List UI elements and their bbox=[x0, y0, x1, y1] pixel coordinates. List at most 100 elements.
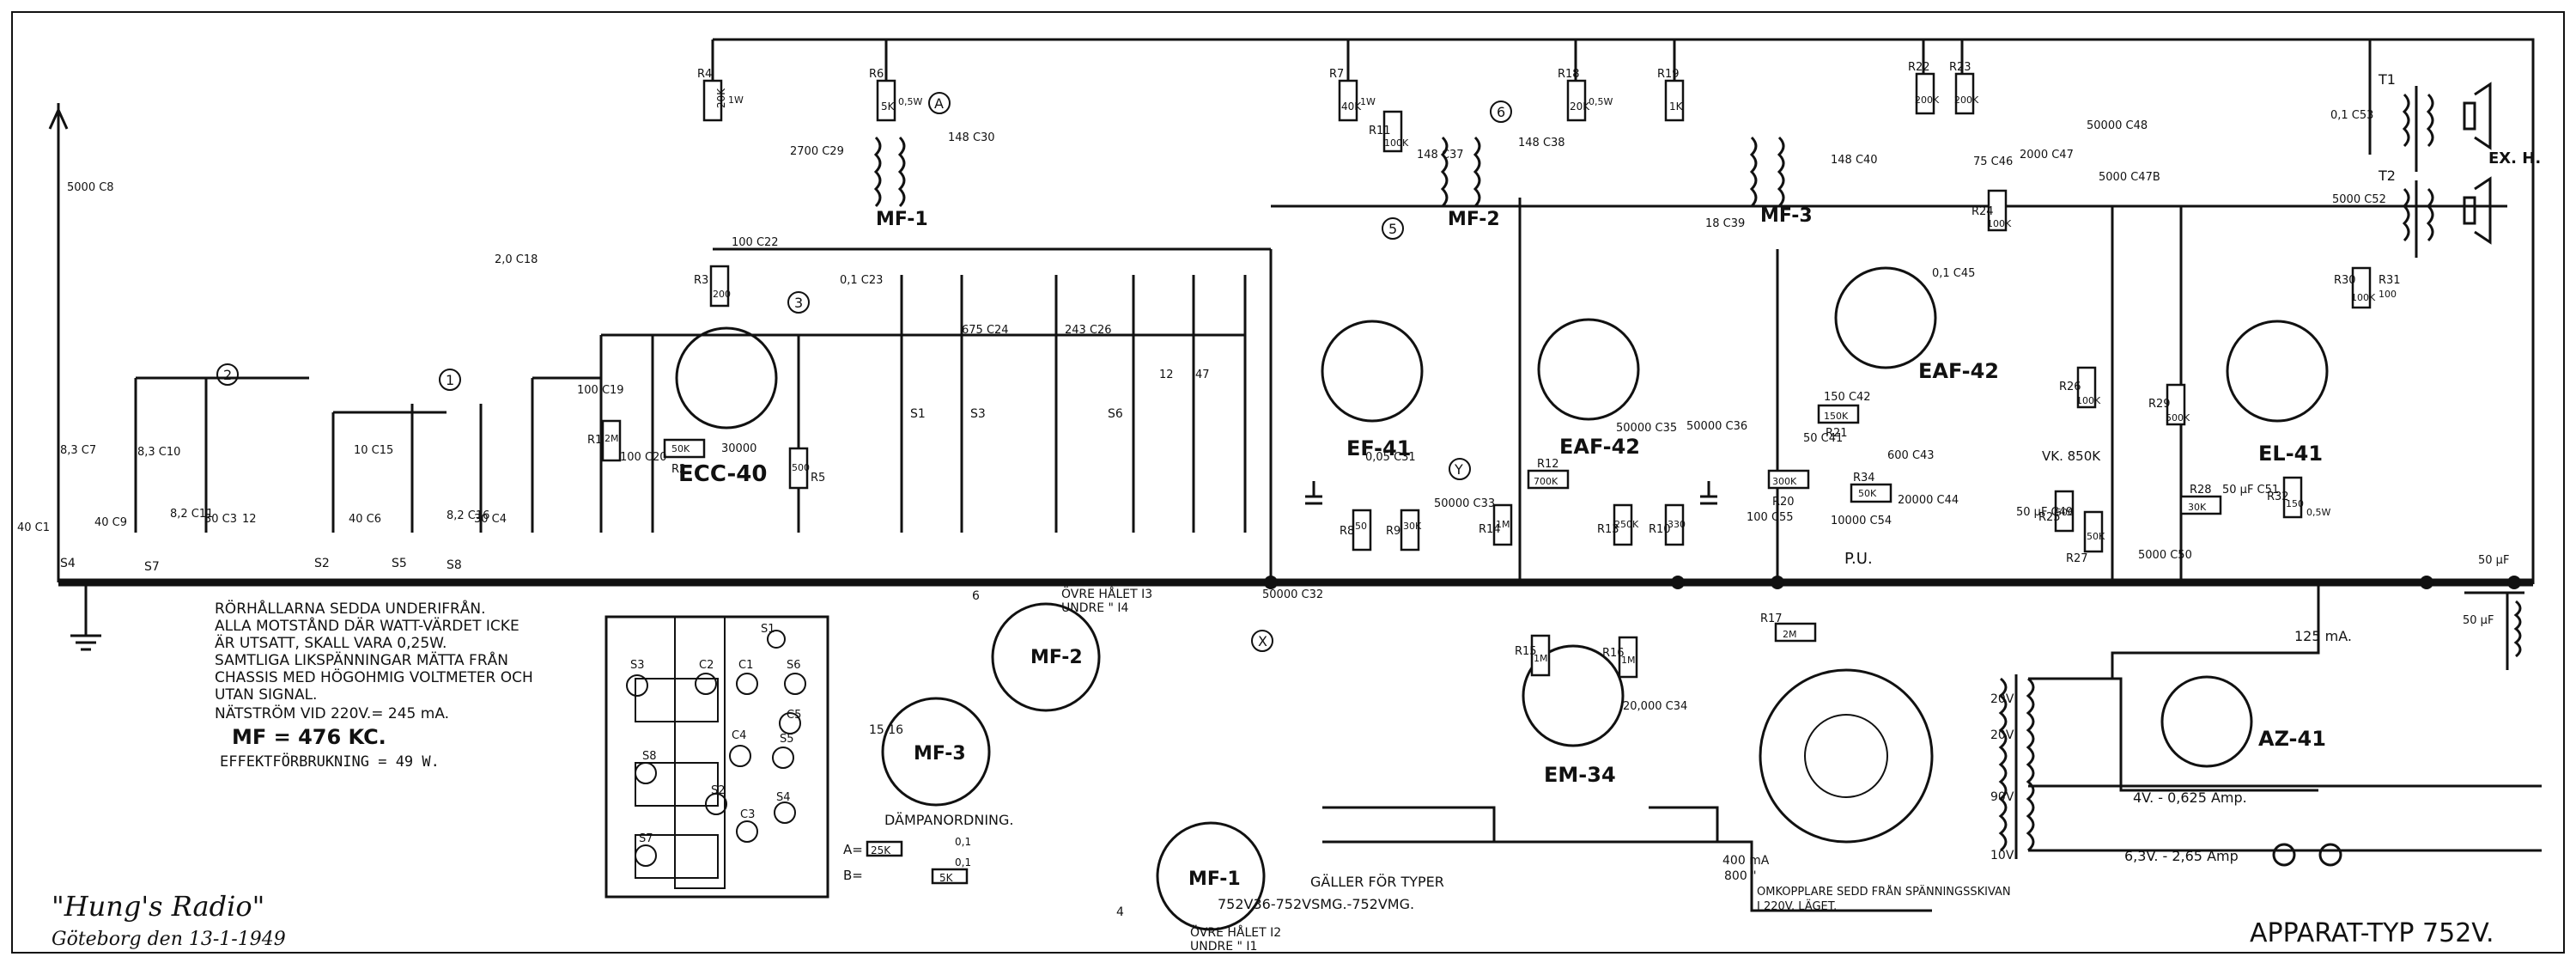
r7-value: 40K bbox=[1341, 101, 1362, 113]
r18-label: R18 bbox=[1558, 68, 1580, 81]
c51-label: 50 µF C51 bbox=[2222, 484, 2279, 497]
mf1-note-bottom: UNDRE " I1 bbox=[1190, 940, 1257, 954]
c8-label: 5000 C8 bbox=[67, 181, 114, 194]
heater-2: 6,3V. - 2,65 Amp bbox=[2124, 848, 2239, 864]
r8-value: 50 bbox=[1355, 521, 1367, 532]
r17-label: R17 bbox=[1760, 612, 1783, 625]
c32-label: 50000 C32 bbox=[1262, 588, 1323, 601]
r10-label: R10 bbox=[1649, 523, 1671, 536]
r32-watt: 0,5W bbox=[2306, 507, 2330, 518]
c4-label: 30 C4 bbox=[474, 513, 507, 526]
c1-label: 40 C1 bbox=[17, 521, 50, 534]
r7-watt: 1W bbox=[1360, 96, 1376, 107]
note-line-6: UTAN SIGNAL. bbox=[215, 686, 317, 704]
r3-label: R3 bbox=[694, 274, 708, 287]
layout-s3: S3 bbox=[630, 659, 645, 672]
mf1-can-label: MF-1 bbox=[1188, 868, 1241, 890]
brand-signature: "Hung's Radio" bbox=[52, 890, 264, 923]
c11-label: 8,2 C11 bbox=[170, 508, 213, 521]
marker-a-circle bbox=[928, 92, 951, 114]
marker-1: 1 bbox=[446, 372, 454, 388]
r34-value: 50K bbox=[1858, 488, 1877, 499]
layout-s5: S5 bbox=[780, 733, 794, 746]
r16-label: R16 bbox=[1602, 647, 1625, 660]
c18-label: 2,0 C18 bbox=[495, 253, 538, 266]
layout-s4: S4 bbox=[776, 791, 791, 804]
layout-c2: C2 bbox=[699, 659, 714, 672]
r32-label: R32 bbox=[2267, 491, 2289, 503]
c9-label: 40 C9 bbox=[94, 516, 127, 529]
tube-label-ecc40: ECC-40 bbox=[678, 461, 768, 487]
c3-label: 30 C3 bbox=[204, 513, 237, 526]
c34-label: 20,000 C34 bbox=[1623, 700, 1687, 713]
r15-value: 1M bbox=[1534, 653, 1548, 664]
r19-value: 1K bbox=[1669, 101, 1684, 113]
c42-label: 150 C42 bbox=[1824, 391, 1871, 404]
damping-a-c: 0,1 bbox=[955, 836, 971, 848]
layout-c3: C3 bbox=[740, 808, 755, 821]
r16-value: 1M bbox=[1621, 655, 1636, 666]
c13-label: 12 bbox=[242, 513, 257, 526]
marker-6: 6 bbox=[1497, 104, 1505, 120]
r24-value: 100K bbox=[1987, 218, 2012, 229]
r25-value: 500 bbox=[2056, 507, 2074, 518]
coil-s8: S8 bbox=[447, 558, 462, 572]
c17-label: 12 bbox=[1159, 369, 1174, 381]
marker-6-circle bbox=[1490, 101, 1512, 123]
layout-c5: C5 bbox=[787, 709, 801, 722]
r1-value: 2M bbox=[605, 433, 619, 444]
r31-label: R31 bbox=[2379, 274, 2401, 287]
r5-label: R5 bbox=[811, 472, 825, 484]
c46-label: 75 C46 bbox=[1973, 155, 2013, 168]
tube-label-el41: EL-41 bbox=[2258, 442, 2323, 466]
c26-label: 243 C26 bbox=[1065, 324, 1112, 337]
c28-label: 47 bbox=[1195, 369, 1210, 381]
c54-label: 10000 C54 bbox=[1831, 515, 1892, 527]
marker-2-circle bbox=[216, 363, 239, 386]
r4-watt: 1W bbox=[728, 94, 744, 106]
damping-title: DÄMPANORDNING. bbox=[884, 812, 1014, 828]
r4-label: R4 bbox=[697, 68, 712, 81]
r26-value: 100K bbox=[2076, 395, 2101, 406]
c48-label: 50000 C48 bbox=[2087, 119, 2148, 132]
tap-20a: 20V bbox=[1990, 692, 2014, 706]
c22-label: 100 C22 bbox=[732, 236, 779, 249]
layout-s8: S8 bbox=[642, 750, 657, 763]
c50-label: 5000 C50 bbox=[2138, 549, 2192, 562]
r34-label: R34 bbox=[1853, 472, 1875, 484]
r13-value: 250K bbox=[1614, 519, 1639, 530]
r24-label: R24 bbox=[1971, 205, 1994, 218]
c7-label: 8,3 C7 bbox=[60, 444, 96, 457]
coil-s1: S1 bbox=[910, 407, 926, 421]
coil-s7: S7 bbox=[144, 560, 160, 574]
pu-label: P.U. bbox=[1844, 550, 1873, 568]
r12-value: 700K bbox=[1534, 476, 1558, 487]
t1-label: T1 bbox=[2378, 71, 2396, 88]
r21-label: R21 bbox=[1826, 427, 1848, 440]
c37-label: 148 C37 bbox=[1417, 149, 1464, 162]
coil-s3: S3 bbox=[970, 407, 986, 421]
r22-value: 200K bbox=[1915, 94, 1940, 106]
r9-value: 30K bbox=[1403, 521, 1422, 532]
r17-value: 2M bbox=[1783, 629, 1797, 640]
note-mf: MF = 476 KC. bbox=[232, 725, 386, 749]
tap-20b: 20V bbox=[1990, 728, 2014, 742]
speaker-label: EX. H. bbox=[2488, 149, 2541, 168]
r9-label: R9 bbox=[1386, 525, 1400, 538]
mf2-note-top: ÖVRE HÅLET I3 bbox=[1061, 586, 1152, 601]
switch-note-box: OMKOPPLARE SEDD FRÅN SPÄNNINGSSKIVAN I 2… bbox=[1757, 886, 2011, 913]
tap-10: 10V bbox=[1990, 849, 2014, 862]
marker-x: X bbox=[1258, 633, 1267, 649]
c30-label: 148 C30 bbox=[948, 131, 995, 144]
marker-y-circle bbox=[1449, 458, 1471, 480]
damping-a-r: 25K bbox=[871, 844, 891, 856]
c39-label: 18 C39 bbox=[1705, 217, 1745, 230]
r1-label: R1 bbox=[587, 434, 602, 447]
r19-label: R19 bbox=[1657, 68, 1680, 81]
c19-label: 100 C19 bbox=[577, 384, 624, 397]
r14-value: 1M bbox=[1496, 519, 1510, 530]
c23b-label: 30000 bbox=[721, 442, 756, 455]
tube-label-ef41: EF-41 bbox=[1346, 436, 1411, 460]
coil-s2: S2 bbox=[314, 557, 330, 570]
